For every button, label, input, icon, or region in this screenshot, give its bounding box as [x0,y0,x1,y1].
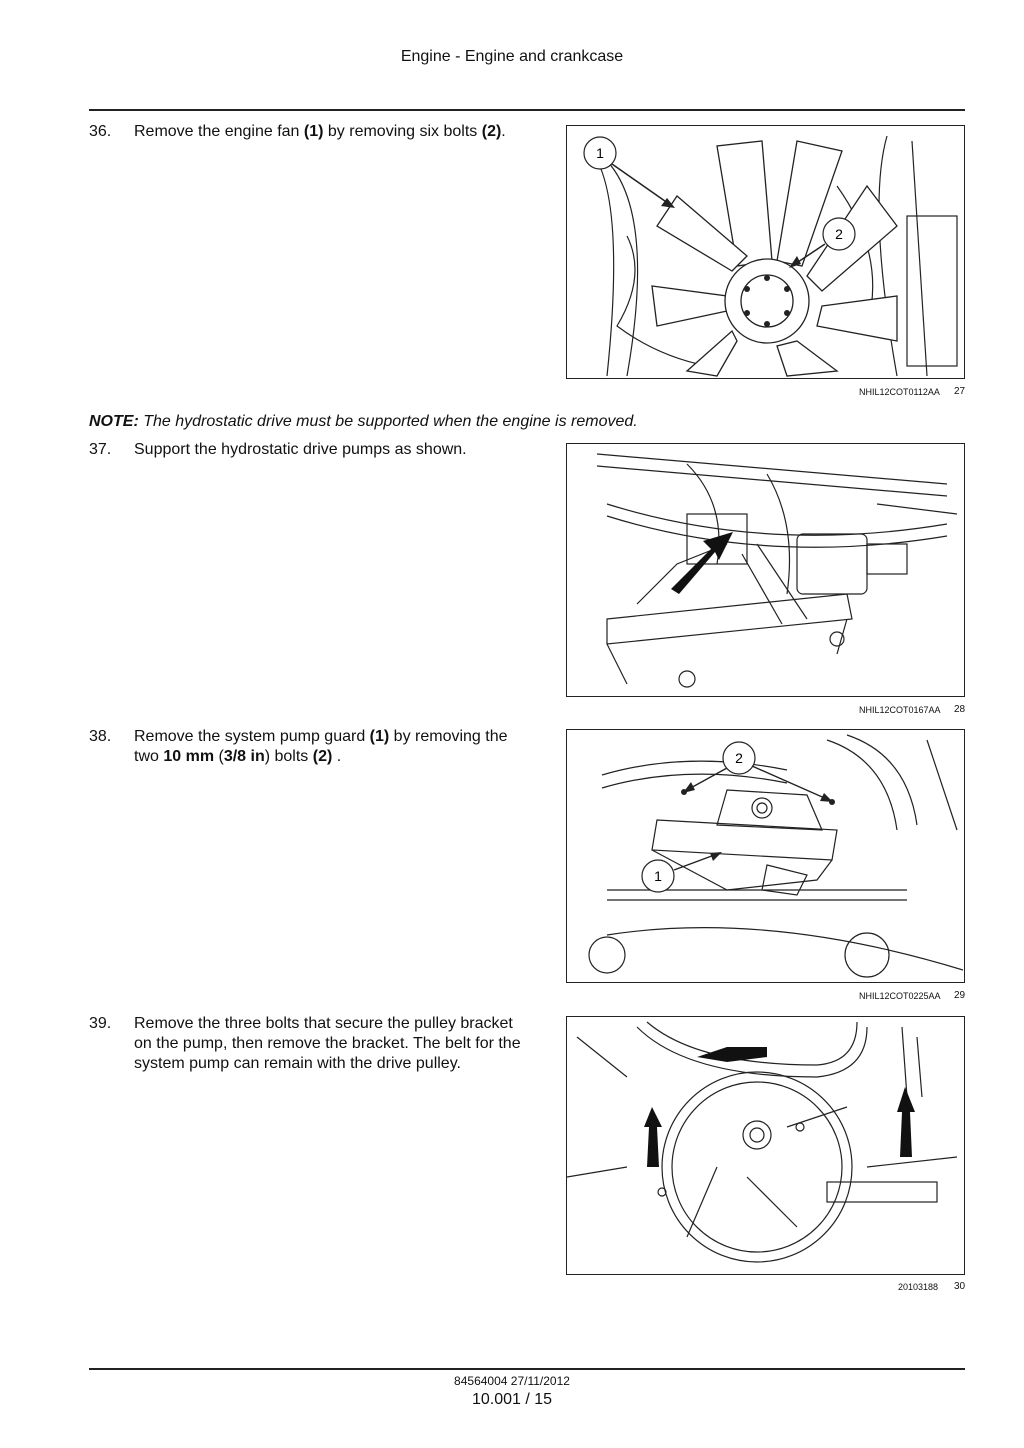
page-number: 10.001 / 15 [471,1391,553,1408]
figure-number: 27 [954,386,966,397]
figure-number: 29 [954,990,966,1001]
step-number: 37. [89,441,112,458]
bold-run: 10 mm [163,748,215,765]
bold-run: 3/8 in [223,748,265,765]
text-run: Remove the engine fan [134,123,304,140]
figure-code: 20103188 [898,1282,939,1292]
figure-28-pump-support [566,443,965,697]
step-number: 39. [89,1015,112,1032]
bold-run: (2) [481,123,502,140]
figure-30-pulley [566,1016,965,1275]
note: NOTE: The hydrostatic drive must be supp… [89,413,638,431]
step-text: Remove the engine fan (1) by removing si… [134,122,534,142]
figure-29-pump-guard: 2 1 [566,729,965,983]
text-run: . [501,123,506,140]
bold-run: (2) [312,748,333,765]
step-number: 38. [89,728,112,745]
note-text: The hydrostatic drive must be supported … [138,413,638,430]
figure-number: 28 [954,704,966,715]
text-run: by removing six bolts [323,123,482,140]
text-run: ) bolts [264,748,313,765]
footer-rule [89,1368,965,1370]
bold-run: (1) [303,123,324,140]
step-text: Remove the three bolts that secure the p… [134,1015,521,1072]
figure-code: NHIL12COT0225AA [859,991,941,1001]
step-text: Support the hydrostatic drive pumps as s… [134,441,467,458]
text-run: Remove the system pump guard [134,728,370,745]
callout-2: 2 [835,226,843,242]
callout-1: 1 [654,868,662,884]
text-run: by removing the two [134,728,508,765]
figure-number: 30 [954,1281,966,1292]
step-text: Remove the system pump guard (1) by remo… [134,727,534,767]
text-run: ( [214,748,224,765]
figure-27-engine-fan: 1 2 [566,125,965,379]
callout-1: 1 [596,145,604,161]
doc-reference: 84564004 27/11/2012 [454,1374,570,1388]
callout-2: 2 [735,750,743,766]
note-label: NOTE: [89,413,139,430]
page-header: Engine - Engine and crankcase [400,48,624,65]
step-number: 36. [89,123,112,140]
figure-code: NHIL12COT0112AA [859,387,940,397]
figure-code: NHIL12COT0167AA [859,705,941,715]
header-rule [89,109,965,111]
text-run: . [332,748,342,765]
bold-run: (1) [369,728,390,745]
